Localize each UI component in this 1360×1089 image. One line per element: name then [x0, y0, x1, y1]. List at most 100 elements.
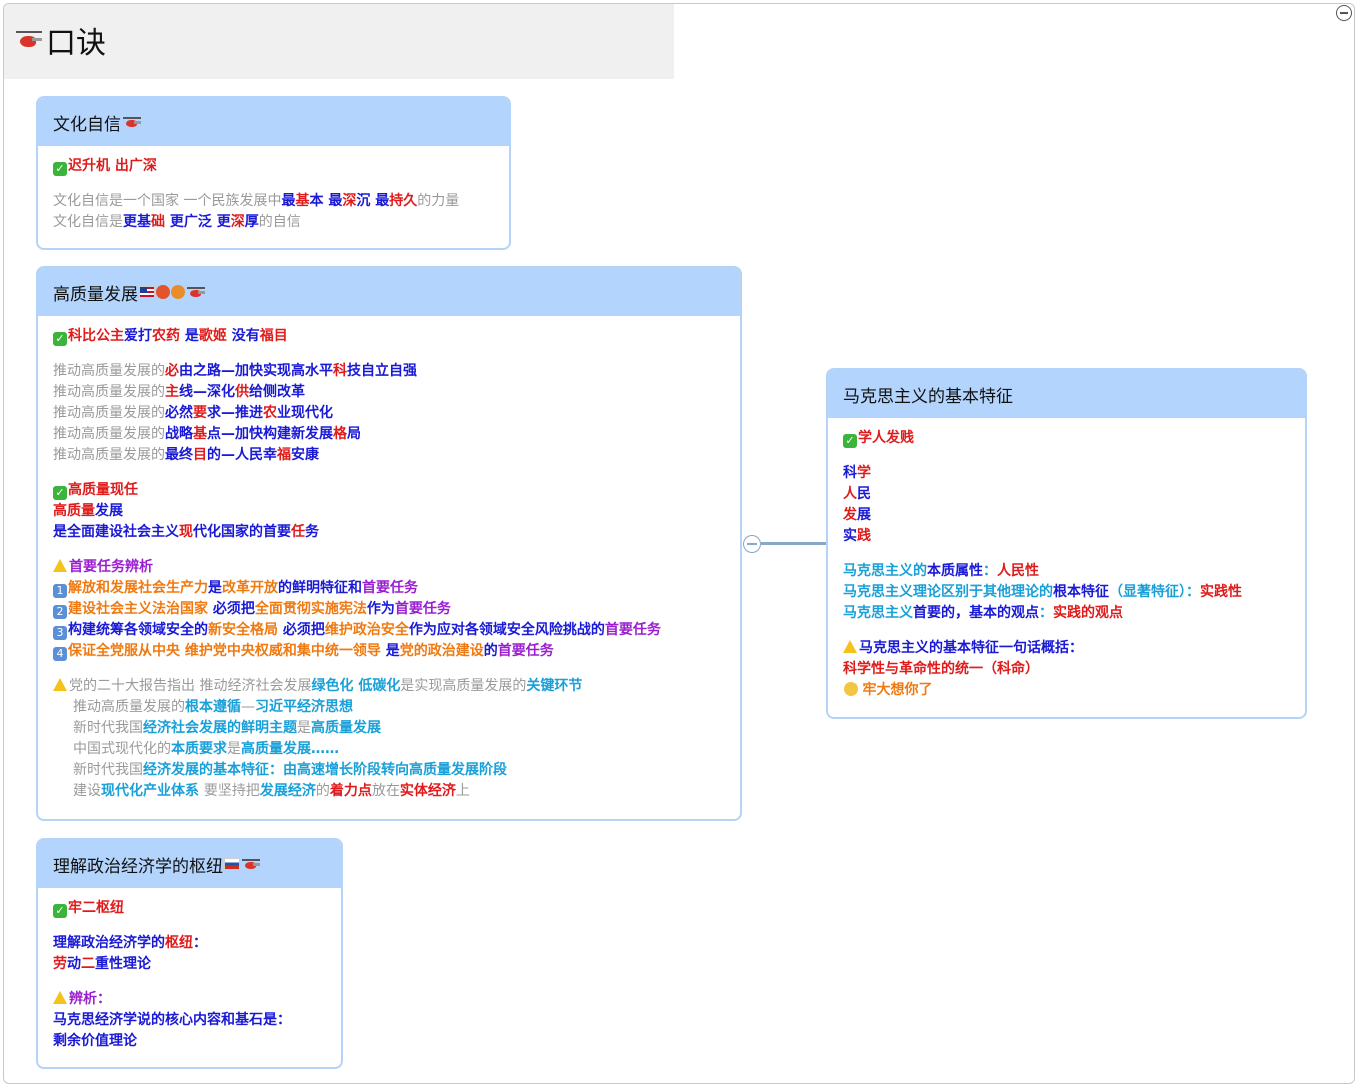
text-run: 实 — [843, 528, 857, 544]
text-run: 新时代我国 — [73, 762, 143, 778]
text-run: 首要任务 — [604, 622, 661, 638]
text-run: 首要任务 — [362, 580, 418, 596]
text-run: 根本遵循 — [185, 699, 241, 715]
text-run: 本质属性 — [927, 563, 983, 579]
note-lines: 理解政治经济学的枢纽： 劳动二重性理论 — [53, 933, 326, 975]
text-run: 文化自信是 — [53, 214, 123, 230]
text-run: 的力量 — [417, 193, 460, 209]
card-quality-header[interactable]: 高质量发展 — [38, 268, 740, 316]
number-badge-icon: 2 — [53, 605, 67, 619]
text-run: 发展 — [95, 503, 123, 519]
text-run: 剩余价值理论 — [53, 1033, 137, 1049]
text-run: 农 — [263, 405, 277, 421]
section-heading: 首要任务辨析 — [69, 559, 153, 575]
text-run: 动 — [67, 956, 81, 972]
text-run: 必 — [165, 363, 179, 379]
card-marx-header[interactable]: 马克思主义的基本特征 — [828, 370, 1305, 418]
text-run: 劳 — [53, 956, 67, 972]
card-marx-title: 马克思主义的基本特征 — [843, 386, 1013, 407]
text-run: 要 — [193, 405, 207, 421]
text-run: 建设社会主义法治国家 — [68, 601, 213, 617]
text-run: 更基 — [123, 214, 151, 230]
text-run: 全面贯彻实施宪法 — [254, 601, 367, 617]
check-mark-icon: ✓ — [53, 904, 67, 918]
note-lines: 马克思主义的本质属性：人民性马克思主义理论区别于其他理论的根本特征（显著特征）：… — [843, 561, 1290, 624]
note-line: 马克思主义理论区别于其他理论的根本特征（显著特征）：实践性 — [843, 582, 1290, 603]
text-run: 福目 — [259, 328, 288, 344]
helicopter-icon — [123, 115, 141, 129]
angry-face-icon — [156, 285, 170, 299]
text-run: 性的统一（科命） — [927, 661, 1039, 677]
text-run: 厚 — [244, 214, 259, 230]
card-quality-title: 高质量发展 — [53, 284, 138, 305]
text-run: 代化国家的首要 — [193, 524, 291, 540]
us-flag-icon — [139, 286, 155, 298]
text-run: 学 — [857, 465, 871, 481]
text-run: 的 — [315, 783, 330, 799]
warning-icon — [53, 991, 67, 1004]
text-run: 是实现高质量发展的 — [400, 678, 527, 694]
card-economy[interactable]: 理解政治经济学的枢纽 ✓牢二枢纽 理解政治经济学的枢纽：劳动二重性理论 辨析： … — [36, 838, 343, 1069]
note-line: 推动高质量发展的战略基点—加快构建新发展格局 — [53, 424, 725, 445]
text-run: 最 — [281, 193, 296, 209]
text-run: 高质量发展…… — [241, 741, 339, 757]
number-badge-icon: 4 — [53, 647, 67, 661]
text-run: 着力点 — [329, 783, 372, 799]
note-line: 劳动二重性理论 — [53, 954, 326, 975]
text-run: 深 — [342, 193, 357, 209]
text-run: 马克思主义的基本特征一句话概括： — [859, 640, 1083, 656]
check-mark-icon: ✓ — [53, 486, 67, 500]
text-run: 推动高质量发展的 — [73, 699, 185, 715]
section-heading: 党的二十大报告指出 推动经济社会发展绿色化 低碳化是实现高质量发展的关键环节 — [69, 678, 582, 694]
text-run: 科 — [333, 363, 347, 379]
collapse-branch-icon[interactable] — [743, 535, 761, 553]
text-run: 牢二枢纽 — [68, 900, 124, 916]
text-run: 是 — [208, 580, 222, 596]
note-lines: 推动高质量发展的根本遵循—习近平经济思想新时代我国经济社会发展的鲜明主题是高质量… — [53, 697, 725, 802]
text-run: 重性理论 — [95, 956, 151, 972]
text-run: 推动高质量发展的 — [53, 405, 165, 421]
text-run: 科学性与革 — [843, 661, 913, 677]
note-line: 推动高质量发展的最终目的—人民幸福安康 — [53, 445, 725, 466]
text-run: 要坚持把 — [203, 783, 260, 799]
card-economy-header[interactable]: 理解政治经济学的枢纽 — [38, 840, 341, 888]
mnemonic: 迟升机 出广深 — [68, 158, 157, 174]
text-run: 给侧改革 — [249, 384, 305, 400]
text-run: 解放和发展社会生产力 — [68, 580, 208, 596]
note-line: 高质量发展 — [53, 501, 725, 522]
text-run: 枢纽 — [165, 935, 193, 951]
text-run: 福 — [277, 447, 291, 463]
card-quality[interactable]: 高质量发展 ✓科比公主爱打农药 是歌姬 没有福目 推动高质量发展的必由之路—加快… — [36, 266, 742, 821]
branch-connector — [761, 542, 827, 545]
card-culture[interactable]: 文化自信 ✓迟升机 出广深 文化自信是一个国家 一个民族发展中最基本 最深沉 最… — [36, 96, 511, 250]
collapse-all-icon[interactable] — [1336, 5, 1352, 21]
text-run: 现代化产业体系 — [101, 783, 204, 799]
note-line: 科学性与革命性的统一（科命） — [843, 659, 1290, 680]
note-lines: 文化自信是一个国家 一个民族发展中最基本 最深沉 最持久的力量文化自信是更基础 … — [53, 191, 494, 233]
russia-flag-icon — [224, 858, 240, 870]
text-run: 主 — [165, 384, 179, 400]
card-marx[interactable]: 马克思主义的基本特征 ✓学人发贱 科学人民发展实践 马克思主义的本质属性：人民性… — [826, 368, 1307, 719]
note-lines: 科学性与革命性的统一（科命） — [843, 659, 1290, 680]
text-run: 求—推进 — [207, 405, 263, 421]
note-line: 人民 — [843, 484, 1290, 505]
check-mark-icon: ✓ — [843, 434, 857, 448]
text-run: 必然 — [165, 405, 193, 421]
text-run: ： — [193, 935, 207, 951]
card-culture-header[interactable]: 文化自信 — [38, 98, 509, 146]
text-run: 供 — [235, 384, 249, 400]
text-run: 二 — [81, 956, 95, 972]
text-run: 由高速增长阶段转向高质量发展阶段 — [283, 762, 507, 778]
mnemonic: 科比公主爱打农药 是歌姬 没有福目 — [68, 328, 288, 344]
text-run: 高质量现任 — [68, 482, 138, 498]
number-badge-icon: 1 — [53, 584, 67, 598]
text-run: 的—人民幸 — [207, 447, 277, 463]
text-run: 理解政治经济学的 — [53, 935, 165, 951]
helicopter-icon — [187, 285, 205, 299]
text-run: 是 — [297, 720, 311, 736]
text-run: 更广泛 — [169, 214, 217, 230]
text-run: 最 — [328, 193, 343, 209]
